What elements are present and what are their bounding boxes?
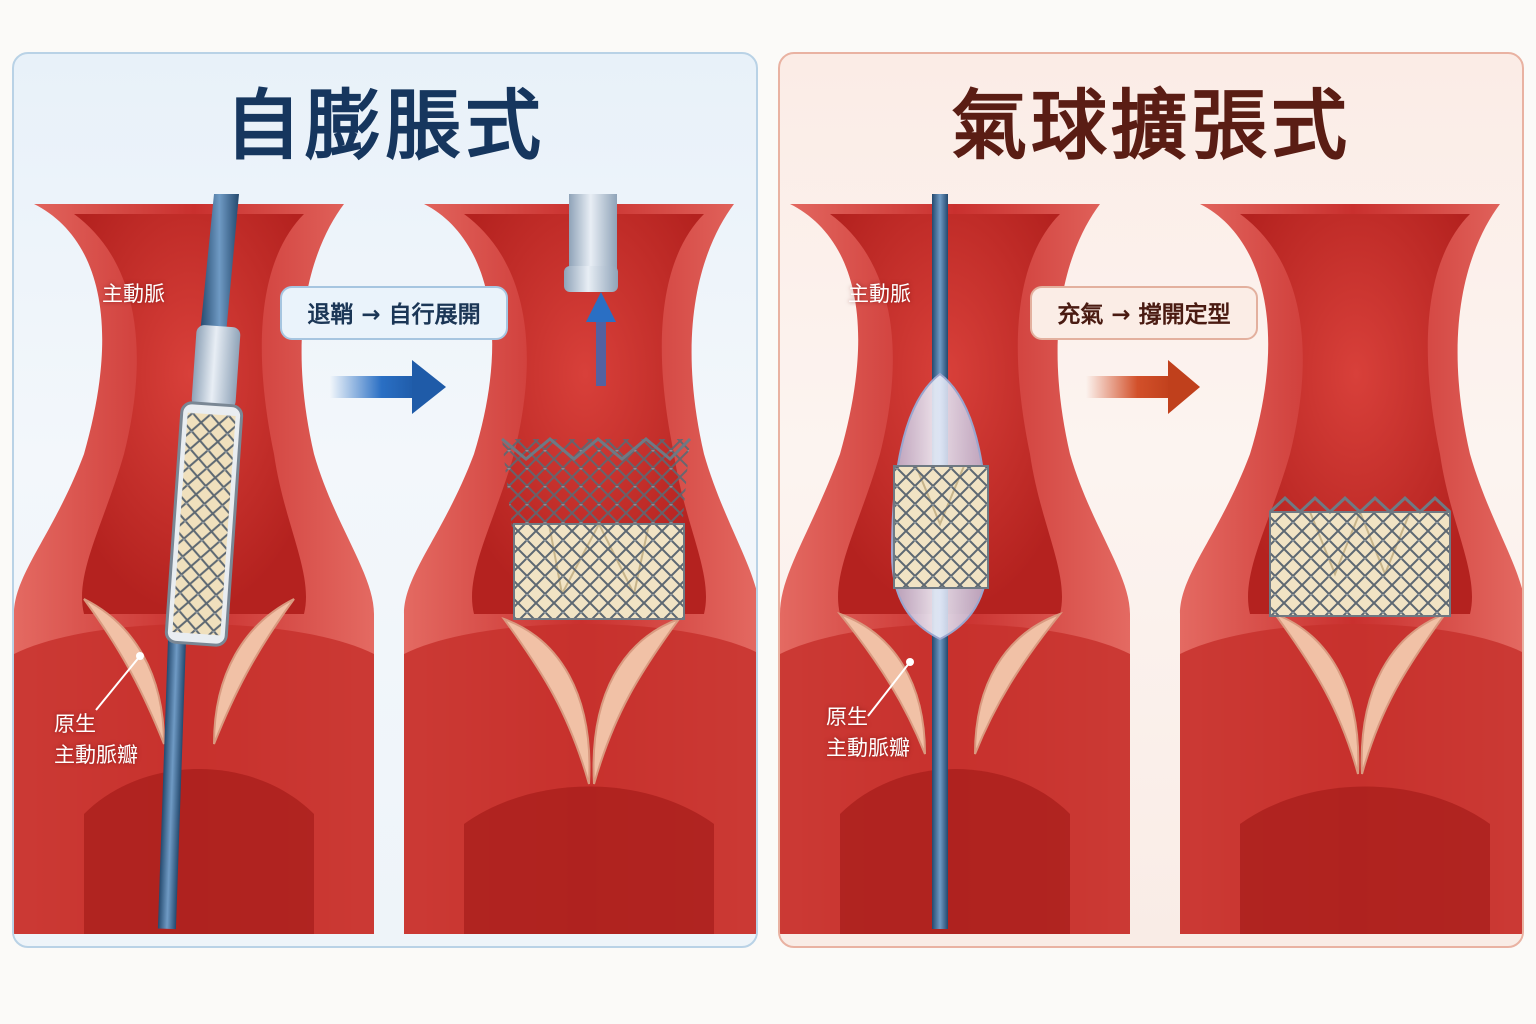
stage-self-expanded: [404, 194, 756, 934]
balloon-expandable-illustration: [780, 194, 1522, 934]
transition-arrow: [330, 360, 446, 414]
step-pill: 充氣 → 撐開定型: [1030, 286, 1258, 340]
native-leaflet-right-2: [592, 616, 682, 785]
ventricle-cavity-2: [464, 786, 714, 934]
label-native-valve-line1: 原生: [54, 712, 96, 736]
panel-title: 氣球擴張式: [951, 81, 1351, 170]
sheath-mouth: [564, 266, 618, 292]
native-leaflet-left: [83, 598, 165, 745]
delivery-catheter: [157, 598, 188, 930]
native-leaflet-right: [213, 598, 295, 745]
native-leaflet-right: [974, 611, 1064, 755]
label-aorta: 主動脈: [102, 282, 165, 306]
self-expanding-illustration: [14, 194, 756, 934]
balloon-mounted-stent: [893, 465, 989, 589]
retract-arrow-head: [586, 292, 616, 322]
stage-balloon-deployed: [1180, 204, 1522, 934]
label-aorta: 主動脈: [848, 282, 911, 306]
balloon-expandable-panel: 氣球擴張式 充氣 → 撐開定型 主動脈 原生 主動脈瓣: [778, 52, 1524, 948]
stage-balloon-inflation: [780, 194, 1130, 934]
retract-arrow-shaft: [596, 316, 606, 386]
native-leaflet-right-2: [1360, 611, 1448, 775]
native-leaflet-left: [836, 611, 926, 755]
ventricle-cavity-2: [1240, 786, 1490, 934]
label-native-valve-line1: 原生: [826, 705, 868, 729]
valve-pointer-line: [95, 652, 144, 711]
ventricle-cavity: [84, 769, 314, 934]
transition-arrow: [1086, 360, 1200, 414]
step-pill: 退鞘 → 自行展開: [280, 286, 508, 340]
self-expanding-panel: 自膨脹式 退鞘 → 自行展開 主動脈 原生 主動脈瓣: [12, 52, 758, 948]
native-leaflet-left-2: [1272, 611, 1360, 775]
panel-title: 自膨脹式: [225, 81, 545, 170]
label-native-valve-line2: 主動脈瓣: [54, 743, 138, 767]
sheath-tip: [191, 325, 241, 409]
catheter-upper-shaft: [200, 194, 239, 334]
valve-pointer-line: [867, 658, 914, 717]
native-leaflet-left-2: [501, 616, 591, 785]
deployed-stent: [1268, 495, 1452, 617]
expanded-stent: [501, 437, 692, 620]
stage-crimped-in-sheath: [14, 194, 374, 934]
crimped-stent: [164, 401, 244, 647]
label-native-valve-line2: 主動脈瓣: [826, 736, 910, 760]
ventricle-cavity: [840, 769, 1070, 934]
